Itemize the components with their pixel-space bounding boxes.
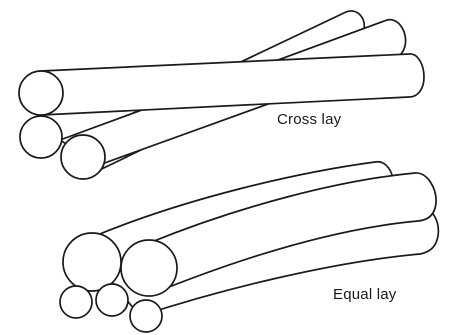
- equal-lay-wire-end-small-3: [129, 299, 163, 333]
- equal-lay-wire-end-small-1: [59, 285, 93, 319]
- equal-lay-strand-end-large-right: [120, 239, 178, 297]
- equal-lay-strand-end-large-left: [62, 232, 122, 292]
- equal-lay-strand-top: [148, 172, 437, 296]
- cross-lay-rod-end-top: [18, 70, 64, 116]
- cross-lay-rod-end-right-lower: [60, 134, 106, 180]
- equal-lay-bundle: [59, 161, 440, 333]
- equal-lay-label: Equal lay: [333, 286, 397, 303]
- cross-lay-rod-end-left-lower: [19, 115, 63, 159]
- cross-lay-bundle: [18, 10, 425, 180]
- cross-lay-label: Cross lay: [277, 111, 342, 128]
- cross-lay-rod-front: [40, 53, 425, 116]
- equal-lay-wire-end-small-2: [95, 283, 129, 317]
